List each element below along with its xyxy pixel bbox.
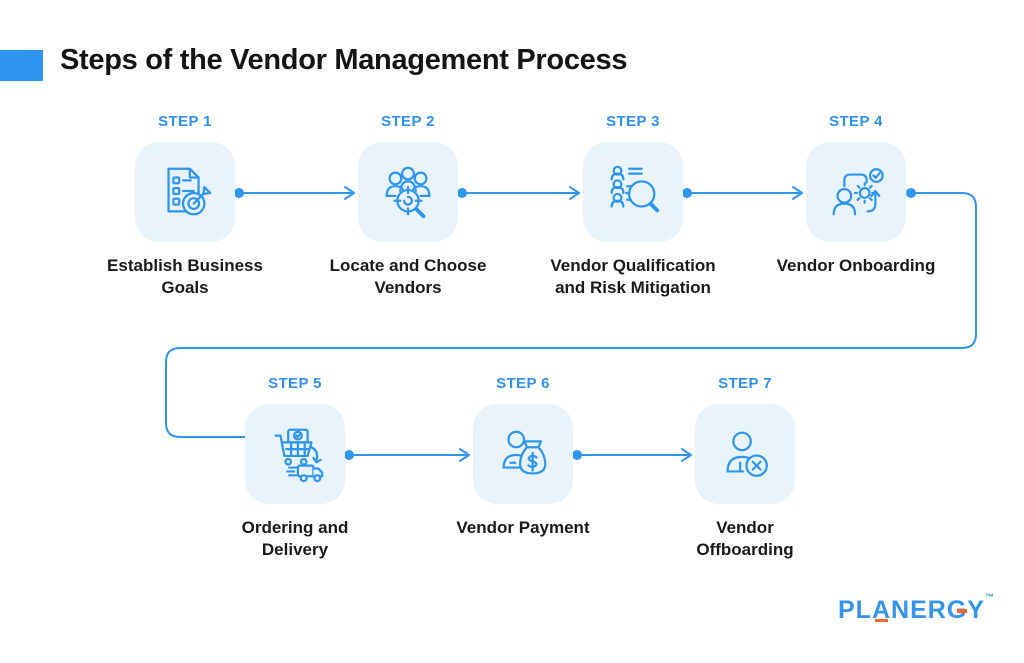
step-3: STEP 3 Vendor Qualification and Risk Mit… [523, 112, 743, 299]
step-5-tag: STEP 5 [268, 375, 322, 392]
step-2: STEP 2 Locate and Choose Vendors [298, 112, 518, 299]
step-2-tag: STEP 2 [381, 113, 435, 130]
step-7-tile [695, 404, 795, 504]
step-6-tag: STEP 6 [496, 375, 550, 392]
step-3-label: Vendor Qualification and Risk Mitigation [550, 256, 716, 298]
step-1-tag: STEP 1 [158, 113, 212, 130]
step-4-tile [806, 142, 906, 242]
trademark-symbol: ™ [984, 592, 994, 602]
title-accent-square [0, 50, 43, 81]
step-4-tag: STEP 4 [829, 113, 883, 130]
step-2-tile [358, 142, 458, 242]
step-4: STEP 4 Vendor Onboarding [746, 112, 966, 277]
logo-text-mid: NER [891, 596, 947, 624]
step-7-label: Vendor Offboarding [696, 518, 794, 560]
step-1: STEP 1 Establish Business Goals [75, 112, 295, 299]
step-6-label: Vendor Payment [456, 518, 590, 537]
cart-delivery-truck-icon [274, 428, 324, 483]
step-5-label: Ordering and Delivery [241, 518, 349, 560]
logo-text-end: Y [967, 596, 985, 624]
logo-letter-a: A [871, 596, 892, 624]
step-3-tag: STEP 3 [606, 113, 660, 130]
step-5: STEP 5 Ordering and Delivery [185, 374, 405, 561]
step-4-label: Vendor Onboarding [776, 256, 936, 275]
vendor-group-search-icon [385, 166, 431, 219]
logo-letter-g: G [946, 596, 968, 624]
step-3-tile [583, 142, 683, 242]
step-1-label: Establish Business Goals [107, 256, 263, 298]
offboarding-remove-icon [726, 431, 768, 477]
step-6: STEP 6 Vendor Payment [413, 374, 633, 539]
page-title: Steps of the Vendor Management Process [60, 44, 628, 76]
step-2-label: Locate and Choose Vendors [329, 256, 487, 298]
step-1-tile [135, 142, 235, 242]
step-5-tile [245, 404, 345, 504]
onboarding-gear-check-icon [832, 168, 884, 216]
logo-text-pre: PL [838, 596, 872, 624]
planergy-logo: PLANERGY™ [838, 592, 994, 625]
payment-money-bag-icon [502, 430, 547, 475]
step-7-tag: STEP 7 [718, 375, 772, 392]
checklist-target-icon [167, 167, 212, 216]
candidate-list-magnifier-icon [610, 165, 660, 213]
step-7: STEP 7 Vendor Offboarding [635, 374, 855, 561]
step-6-tile [473, 404, 573, 504]
